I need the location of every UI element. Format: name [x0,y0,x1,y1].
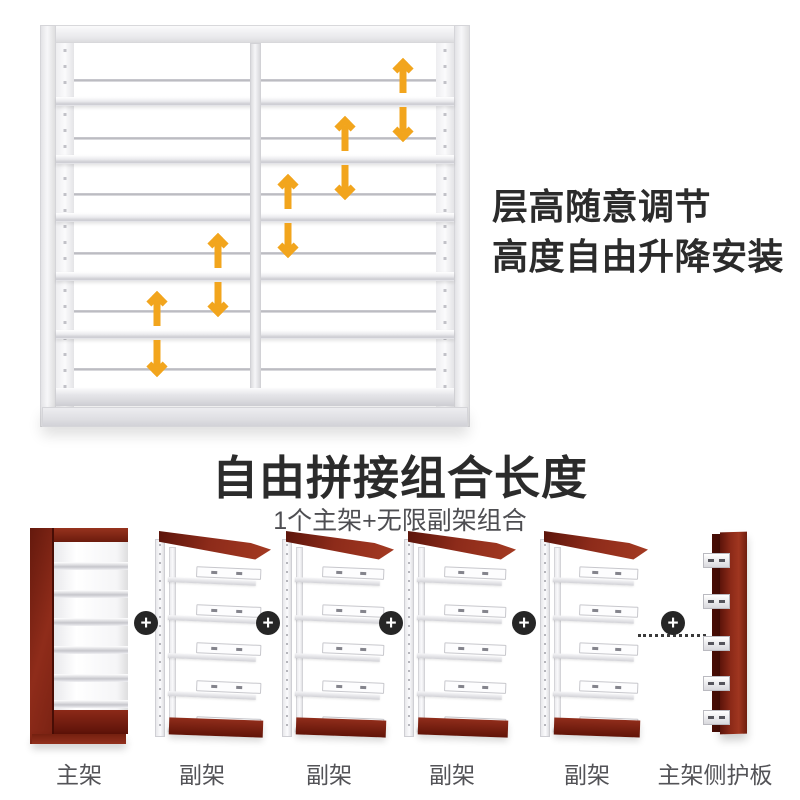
shelf-body [40,25,470,429]
unit-label-sub-frame: 副架 [179,762,225,788]
shelf-level [167,641,262,667]
wood-side-board [30,528,54,744]
panel-bracket [703,676,730,691]
shelf-level [552,641,639,667]
shelf-level [294,641,385,667]
sub-frame-illustration [404,531,516,743]
continuation-dots-icon [638,634,706,637]
wood-foot-strip [32,734,126,744]
plus-icon: + [661,611,685,635]
hero-heading-line2: 高度自由升降安装 [492,236,785,277]
shelf-top-bar [40,25,470,43]
shelf-level [294,679,385,705]
height-adjust-arrow-icon [275,173,301,259]
metal-upright [540,539,550,737]
adjustable-shelf-illustration [40,25,470,437]
panel-bracket [703,553,730,568]
wood-base-board [295,717,387,738]
shelf-level [167,565,262,591]
shelf-board [54,646,128,654]
sub-frame-illustration [540,531,648,743]
section-title: 自由拼接组合长度 [212,452,588,504]
main-frame-illustration [30,528,128,744]
hero-heading: 层高随意调节 高度自由升降安装 [492,182,784,282]
sub-frame-illustration [282,531,394,743]
wood-base-board [553,717,641,738]
plus-icon: + [512,611,536,635]
metal-upright [155,539,165,737]
unit-label-side-panel: 主架侧护板 [657,762,773,788]
panel-bracket [703,594,730,609]
shelf-level [416,603,507,629]
shelf-left-post [40,25,56,427]
shelf-right-post [454,25,470,427]
shelf-level [552,603,639,629]
metal-upright [282,539,292,737]
shelf-board [54,562,128,570]
plus-icon: + [379,611,403,635]
wood-base-board [168,717,264,738]
side-guard-panel-illustration [703,531,751,735]
frame-interior [54,542,128,710]
shelf-level [416,679,507,705]
shelf-level [294,565,385,591]
sub-frame-illustration [155,531,271,743]
shelf-board [54,590,128,598]
shelf-board [54,618,128,626]
hero-heading-line1: 层高随意调节 [492,186,712,227]
metal-upright [404,539,414,737]
plus-icon: + [134,611,158,635]
shelf-level [552,679,639,705]
shelf-bottom-deck [56,388,454,406]
height-adjust-arrow-icon [332,115,358,201]
height-adjust-arrow-icon [205,232,231,318]
panel-inner-edge [712,534,721,732]
unit-label-main-frame: 主架 [56,762,102,788]
shelf-left-upright [56,43,74,407]
shelf-right-upright [436,43,454,407]
shelf-level [416,641,507,667]
unit-label-sub-frame: 副架 [306,762,352,788]
wood-base-board [54,710,128,734]
shelf-level [167,679,262,705]
panel-bracket [703,636,730,651]
height-adjust-arrow-icon [144,290,170,378]
shelf-level [167,603,262,629]
unit-label-sub-frame: 副架 [429,762,475,788]
section-subtitle: 1个主架+无限副架组合 [273,507,527,535]
shelf-board [54,674,128,682]
shelf-level [416,565,507,591]
wood-top-board [54,528,128,542]
wood-base-board [417,717,509,738]
unit-label-sub-frame: 副架 [564,762,610,788]
shelf-plinth [42,407,468,427]
plus-icon: + [256,611,280,635]
panel-bracket [703,710,730,725]
shelf-level [552,565,639,591]
shelf-center-divider [250,43,261,401]
shelf-board [54,700,128,708]
height-adjust-arrow-icon [390,57,416,143]
shelf-level [294,603,385,629]
